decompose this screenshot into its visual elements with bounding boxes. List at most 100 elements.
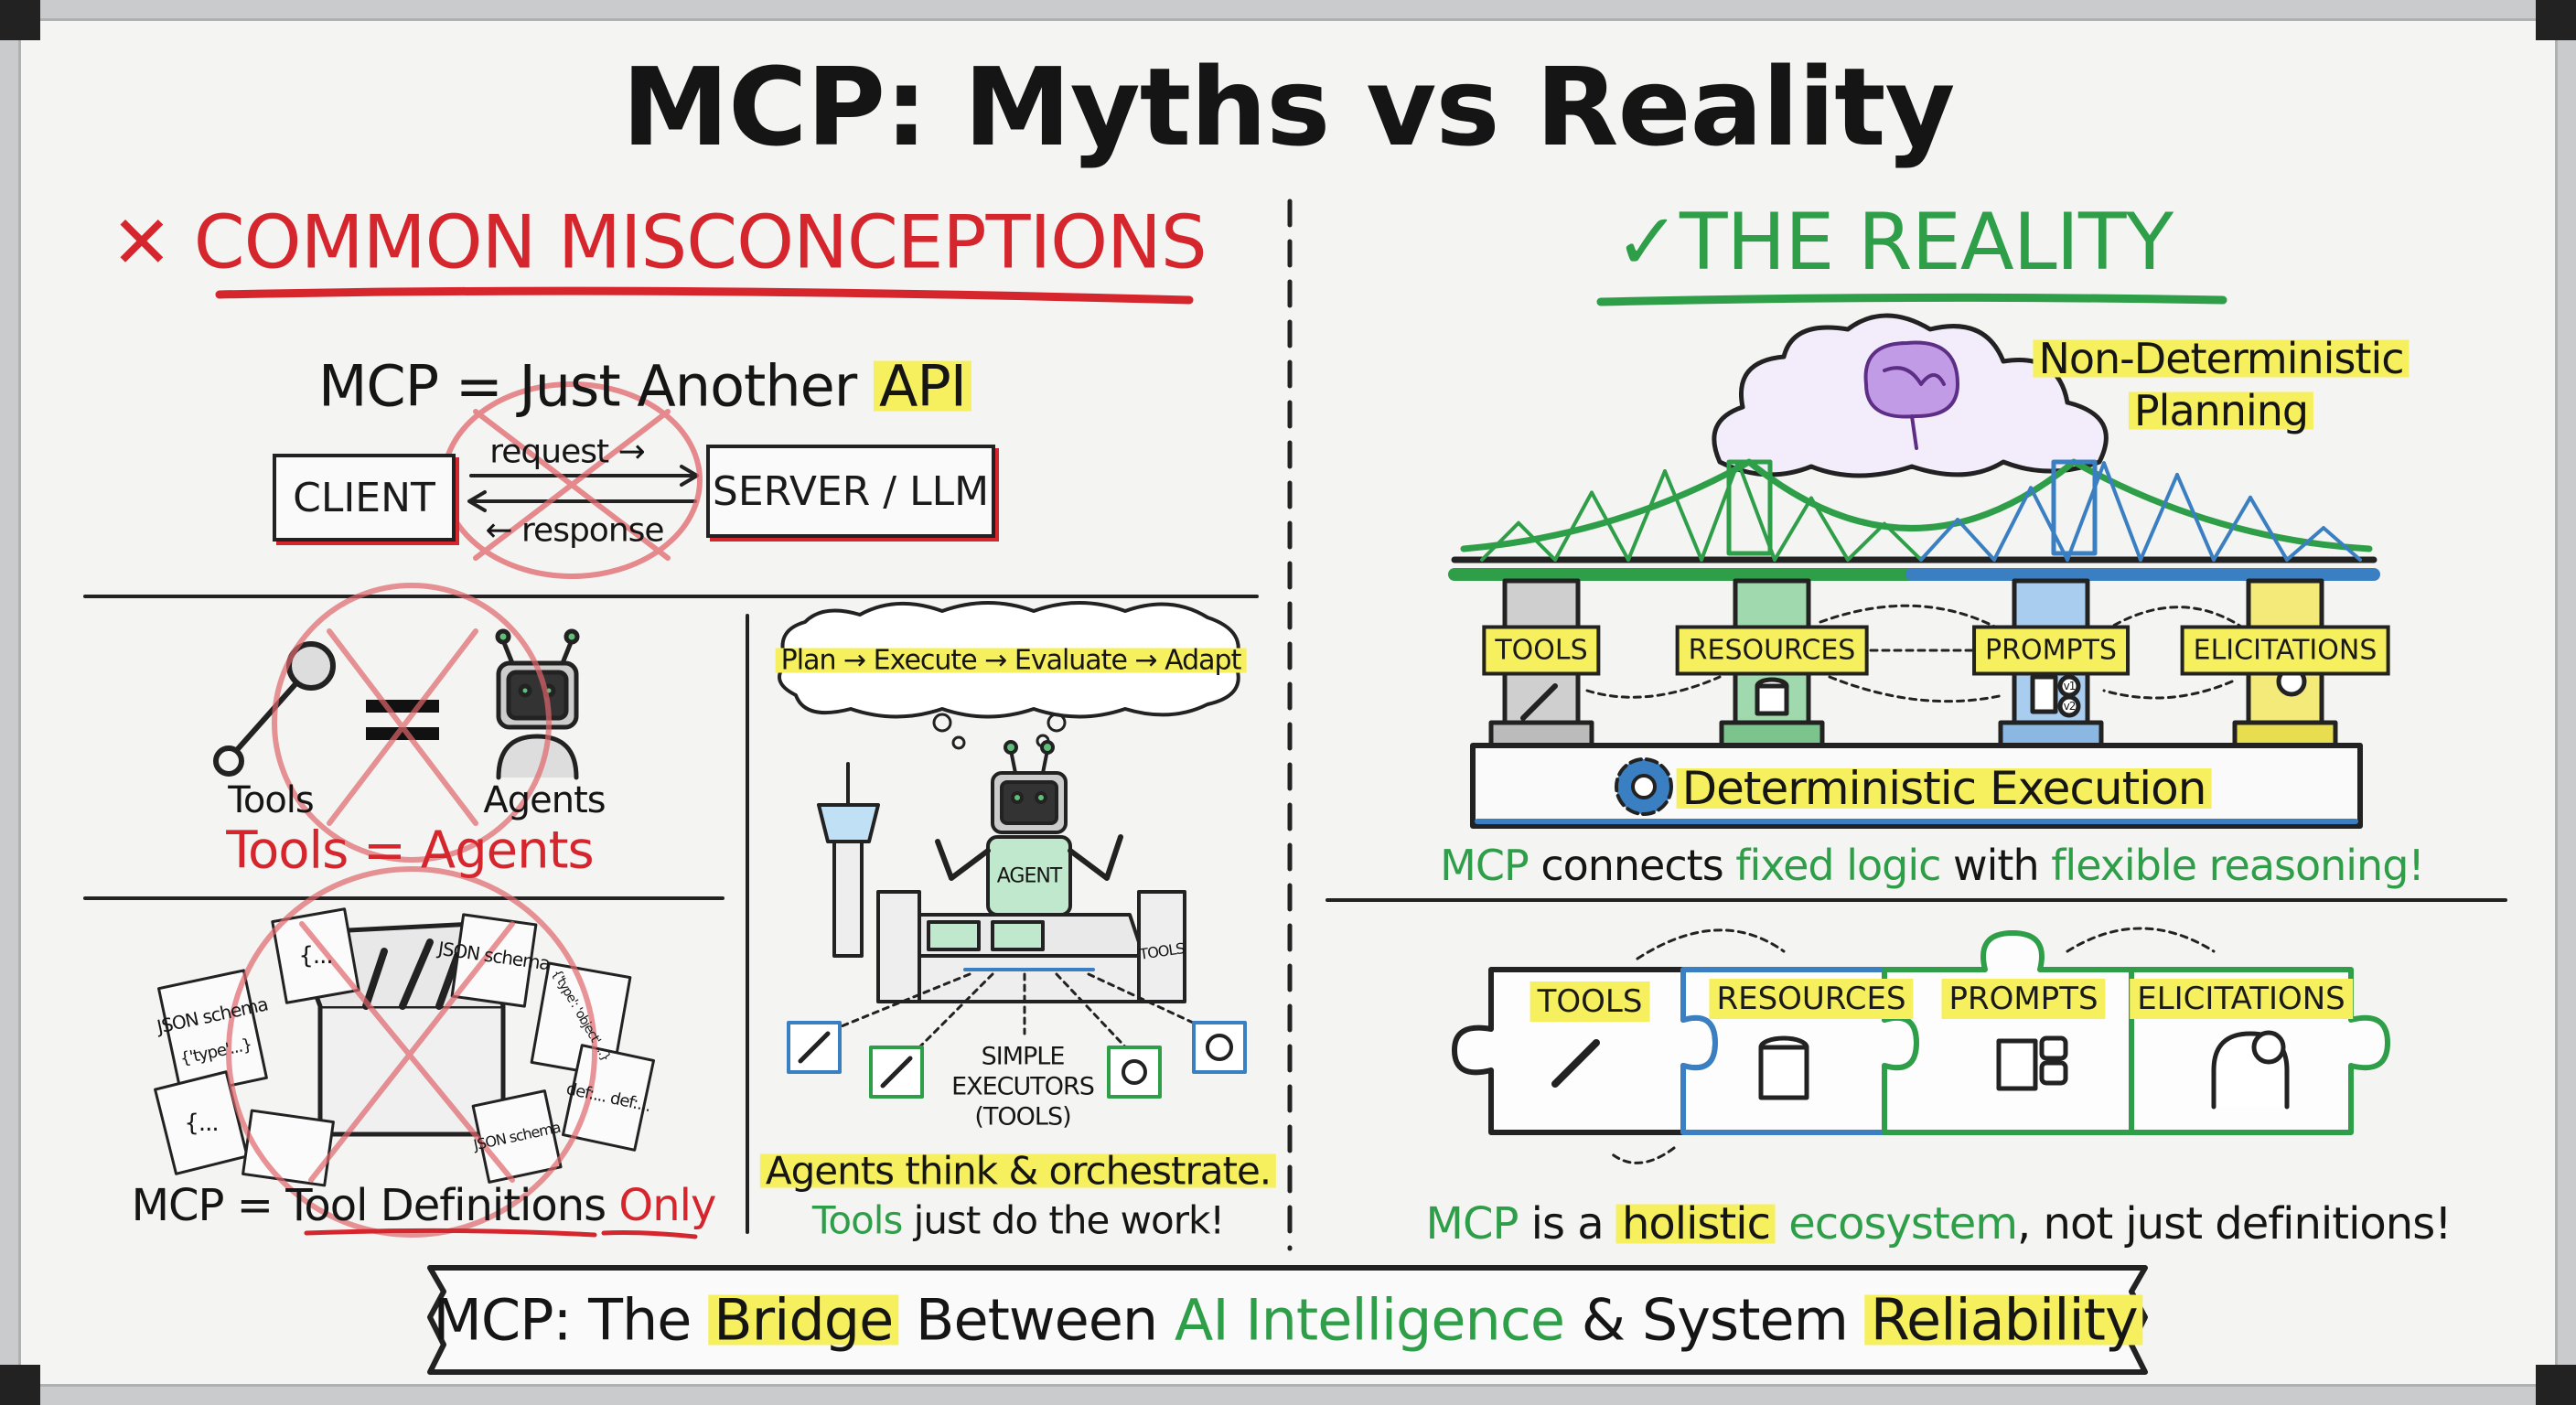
wrench-icon bbox=[213, 641, 336, 777]
puzzle-tools: TOOLS bbox=[1530, 981, 1650, 1022]
frame-corner bbox=[2536, 0, 2576, 40]
caption-segment: ecosystem bbox=[1775, 1198, 2018, 1249]
equals-icon bbox=[366, 700, 439, 713]
banner-segment: & System bbox=[1564, 1286, 1865, 1354]
truss-member bbox=[1773, 496, 1813, 562]
pillar-prompts: PROMPTS bbox=[1972, 625, 2130, 676]
pillar-tools: TOOLS bbox=[1482, 625, 1601, 676]
x-icon: ✕ bbox=[111, 199, 172, 285]
truss-member bbox=[1992, 486, 2033, 562]
truss-member bbox=[2322, 526, 2362, 562]
agent-caption-line1: Agents think & orchestrate. bbox=[759, 1148, 1277, 1194]
planning-text: Planning bbox=[2128, 386, 2314, 435]
caption-segment: , not just definitions! bbox=[2017, 1198, 2452, 1249]
puzzle-elicitations: ELICITATIONS bbox=[2130, 979, 2353, 1019]
banner-segment: AI Intelligence bbox=[1174, 1286, 1565, 1354]
truss-member bbox=[1736, 460, 1776, 562]
prompt-version: v1 bbox=[2063, 680, 2077, 692]
puzzle-prompts: PROMPTS bbox=[1941, 979, 2106, 1019]
truss-member bbox=[2175, 472, 2216, 562]
banner-segment: MCP: The bbox=[433, 1286, 709, 1354]
truss-member bbox=[1590, 490, 1630, 562]
banner-segment: Between bbox=[898, 1286, 1175, 1354]
tools-label: Tools bbox=[228, 779, 315, 821]
truss-member bbox=[1626, 469, 1667, 562]
definitions-prefix: MCP = bbox=[131, 1180, 286, 1231]
truss-member bbox=[1883, 521, 1923, 562]
crossed-circle-icon bbox=[272, 583, 552, 863]
tools-agents-caption: Tools = Agents bbox=[226, 820, 594, 881]
planning-line: Planning bbox=[2128, 386, 2314, 435]
request-label: request → bbox=[489, 433, 645, 471]
truss-member bbox=[1919, 518, 1959, 562]
puzzle-icons bbox=[1551, 1030, 2290, 1110]
agents-label: Agents bbox=[483, 779, 606, 821]
planning-text: Non-Deterministic bbox=[2033, 334, 2410, 383]
deterministic-label: Deterministic Execution bbox=[1676, 762, 2212, 815]
response-label: ← response bbox=[485, 511, 664, 550]
truss-member bbox=[1700, 460, 1740, 562]
truss-member bbox=[2285, 526, 2325, 562]
api-highlight: API bbox=[873, 352, 972, 420]
agent-cycle: Plan → Execute → Evaluate → Adapt bbox=[775, 644, 1247, 677]
truss-member bbox=[2249, 495, 2289, 562]
left-heading: ✕ COMMON MISCONCEPTIONS bbox=[111, 199, 1208, 285]
executors-line: EXECUTORS bbox=[951, 1072, 1095, 1101]
robot-icon bbox=[495, 628, 580, 780]
right-heading-underline bbox=[1596, 293, 2227, 306]
frame-corner bbox=[2536, 1365, 2576, 1405]
deterministic-text: Deterministic Execution bbox=[1676, 762, 2212, 815]
truss-member bbox=[1663, 469, 1703, 562]
page-title: MCP: Myths vs Reality bbox=[621, 44, 1956, 170]
bridge-truss bbox=[1448, 458, 2380, 581]
caption-segment: flexible reasoning! bbox=[2051, 841, 2425, 890]
gear-icon bbox=[1615, 757, 1673, 816]
check-icon: ✓ bbox=[1614, 197, 1680, 288]
bottom-banner: MCP: The Bridge Between AI Intelligence … bbox=[433, 1286, 2143, 1354]
truss-member bbox=[2029, 486, 2069, 562]
definitions-only: Only bbox=[606, 1180, 716, 1231]
server-box: SERVER / LLM bbox=[706, 445, 995, 538]
crossed-circle-icon bbox=[226, 866, 597, 1238]
agent-caption-rest: just do the work! bbox=[902, 1197, 1225, 1243]
frame-corner bbox=[0, 1365, 40, 1405]
executors-line: (TOOLS) bbox=[974, 1102, 1071, 1132]
caption-segment: fixed logic bbox=[1735, 841, 1941, 890]
definitions-caption: MCP = Tool Definitions Only bbox=[131, 1180, 717, 1231]
api-myth-prefix: MCP = Just Another bbox=[317, 352, 874, 420]
pillar-resources: RESOURCES bbox=[1675, 625, 1869, 676]
document-icon bbox=[154, 907, 656, 1187]
executor-arrows bbox=[821, 972, 1218, 1058]
truss-member bbox=[2212, 495, 2252, 562]
pillar-elicitations: ELICITATIONS bbox=[2180, 625, 2390, 676]
caption-segment: MCP bbox=[1440, 841, 1530, 890]
left-heading-text: COMMON MISCONCEPTIONS bbox=[193, 199, 1208, 285]
truss-member bbox=[1846, 521, 1886, 562]
left-heading-underline bbox=[215, 286, 1194, 305]
truss-member bbox=[1517, 520, 1557, 562]
truss-member bbox=[1956, 518, 1996, 562]
caption-segment: holistic bbox=[1615, 1198, 1776, 1249]
caption-segment: with bbox=[1940, 841, 2052, 890]
caption-segment: is a bbox=[1518, 1198, 1616, 1249]
banner-segment: Bridge bbox=[708, 1286, 899, 1354]
ecosystem-caption: MCP is a holistic ecosystem, not just de… bbox=[1426, 1198, 2452, 1249]
api-myth-heading: MCP = Just Another API bbox=[317, 352, 972, 420]
agent-robot-label: AGENT bbox=[996, 864, 1063, 888]
executors-line: SIMPLE bbox=[981, 1042, 1066, 1071]
agent-caption-tools: Tools bbox=[811, 1197, 903, 1243]
doc-snippet: {... bbox=[298, 942, 333, 970]
frame-corner bbox=[0, 0, 40, 40]
truss-member bbox=[1480, 520, 1520, 562]
truss-member bbox=[2102, 461, 2142, 562]
underline bbox=[304, 1228, 597, 1238]
puzzle-arrows bbox=[1608, 927, 2216, 1164]
pillar-arrows bbox=[1585, 604, 2243, 703]
planning-line: Non-Deterministic bbox=[2033, 334, 2410, 383]
truss-member bbox=[1553, 490, 1594, 562]
bridge-caption: MCP connects fixed logic with flexible r… bbox=[1440, 841, 2425, 890]
prompt-version: v2 bbox=[2063, 700, 2077, 713]
right-heading: ✓THE REALITY bbox=[1614, 197, 2174, 288]
definitions-underlined: Tool Definitions bbox=[285, 1180, 606, 1231]
doc-snippet: {... bbox=[184, 1110, 219, 1137]
